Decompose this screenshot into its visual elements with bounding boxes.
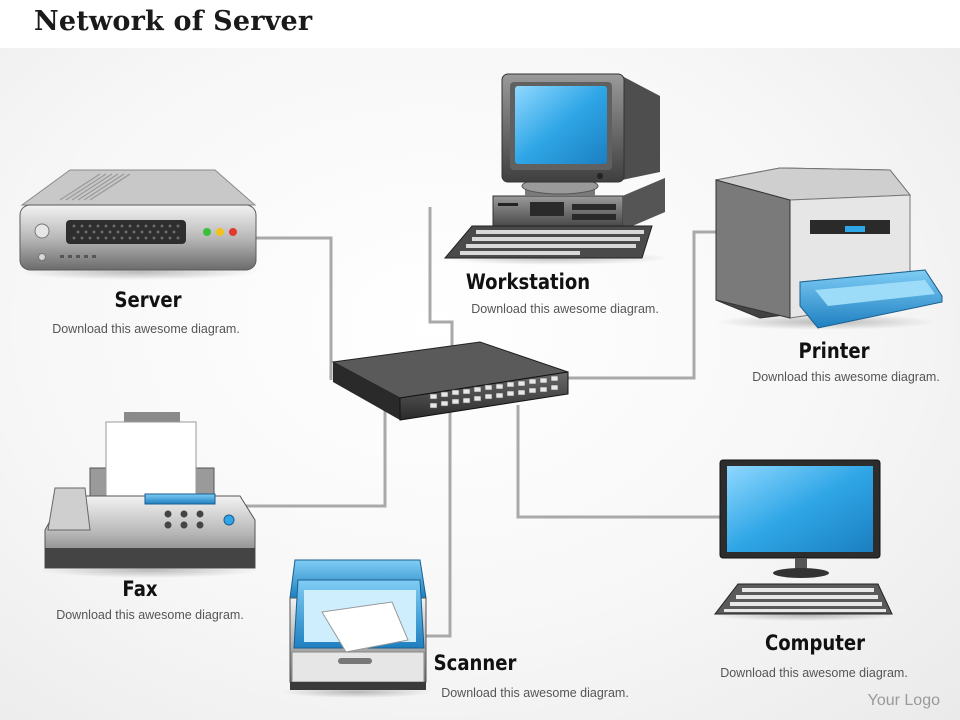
scanner-label: Scanner [433, 651, 517, 675]
server-icon [18, 169, 258, 280]
page-title: Network of Server [34, 6, 313, 37]
server-label: Server [114, 288, 182, 312]
computer-icon [710, 459, 900, 621]
printer-label: Printer [798, 339, 870, 363]
connector-printer [568, 230, 717, 380]
connector-fax [245, 410, 387, 508]
scanner-icon [282, 559, 432, 698]
connectors [245, 207, 722, 638]
printer-description: Download this awesome diagram. [752, 370, 940, 384]
network-switch-icon [331, 341, 569, 421]
connector-computer [516, 405, 722, 519]
fax-icon [40, 412, 260, 578]
title-bar: Network of Server [0, 0, 960, 48]
fax-label: Fax [122, 577, 158, 601]
connector-workstation [428, 207, 454, 346]
computer-label: Computer [764, 631, 866, 655]
workstation-description: Download this awesome diagram. [471, 302, 659, 316]
connector-scanner [420, 412, 452, 638]
workstation-label: Workstation [465, 270, 591, 294]
logo-placeholder: Your Logo [867, 692, 940, 709]
fax-description: Download this awesome diagram. [56, 608, 244, 622]
connector-server [253, 236, 333, 380]
computer-description: Download this awesome diagram. [720, 666, 908, 680]
server-description: Download this awesome diagram. [52, 322, 240, 336]
printer-icon [714, 167, 943, 330]
scanner-description: Download this awesome diagram. [441, 686, 629, 700]
workstation-icon [440, 73, 670, 265]
